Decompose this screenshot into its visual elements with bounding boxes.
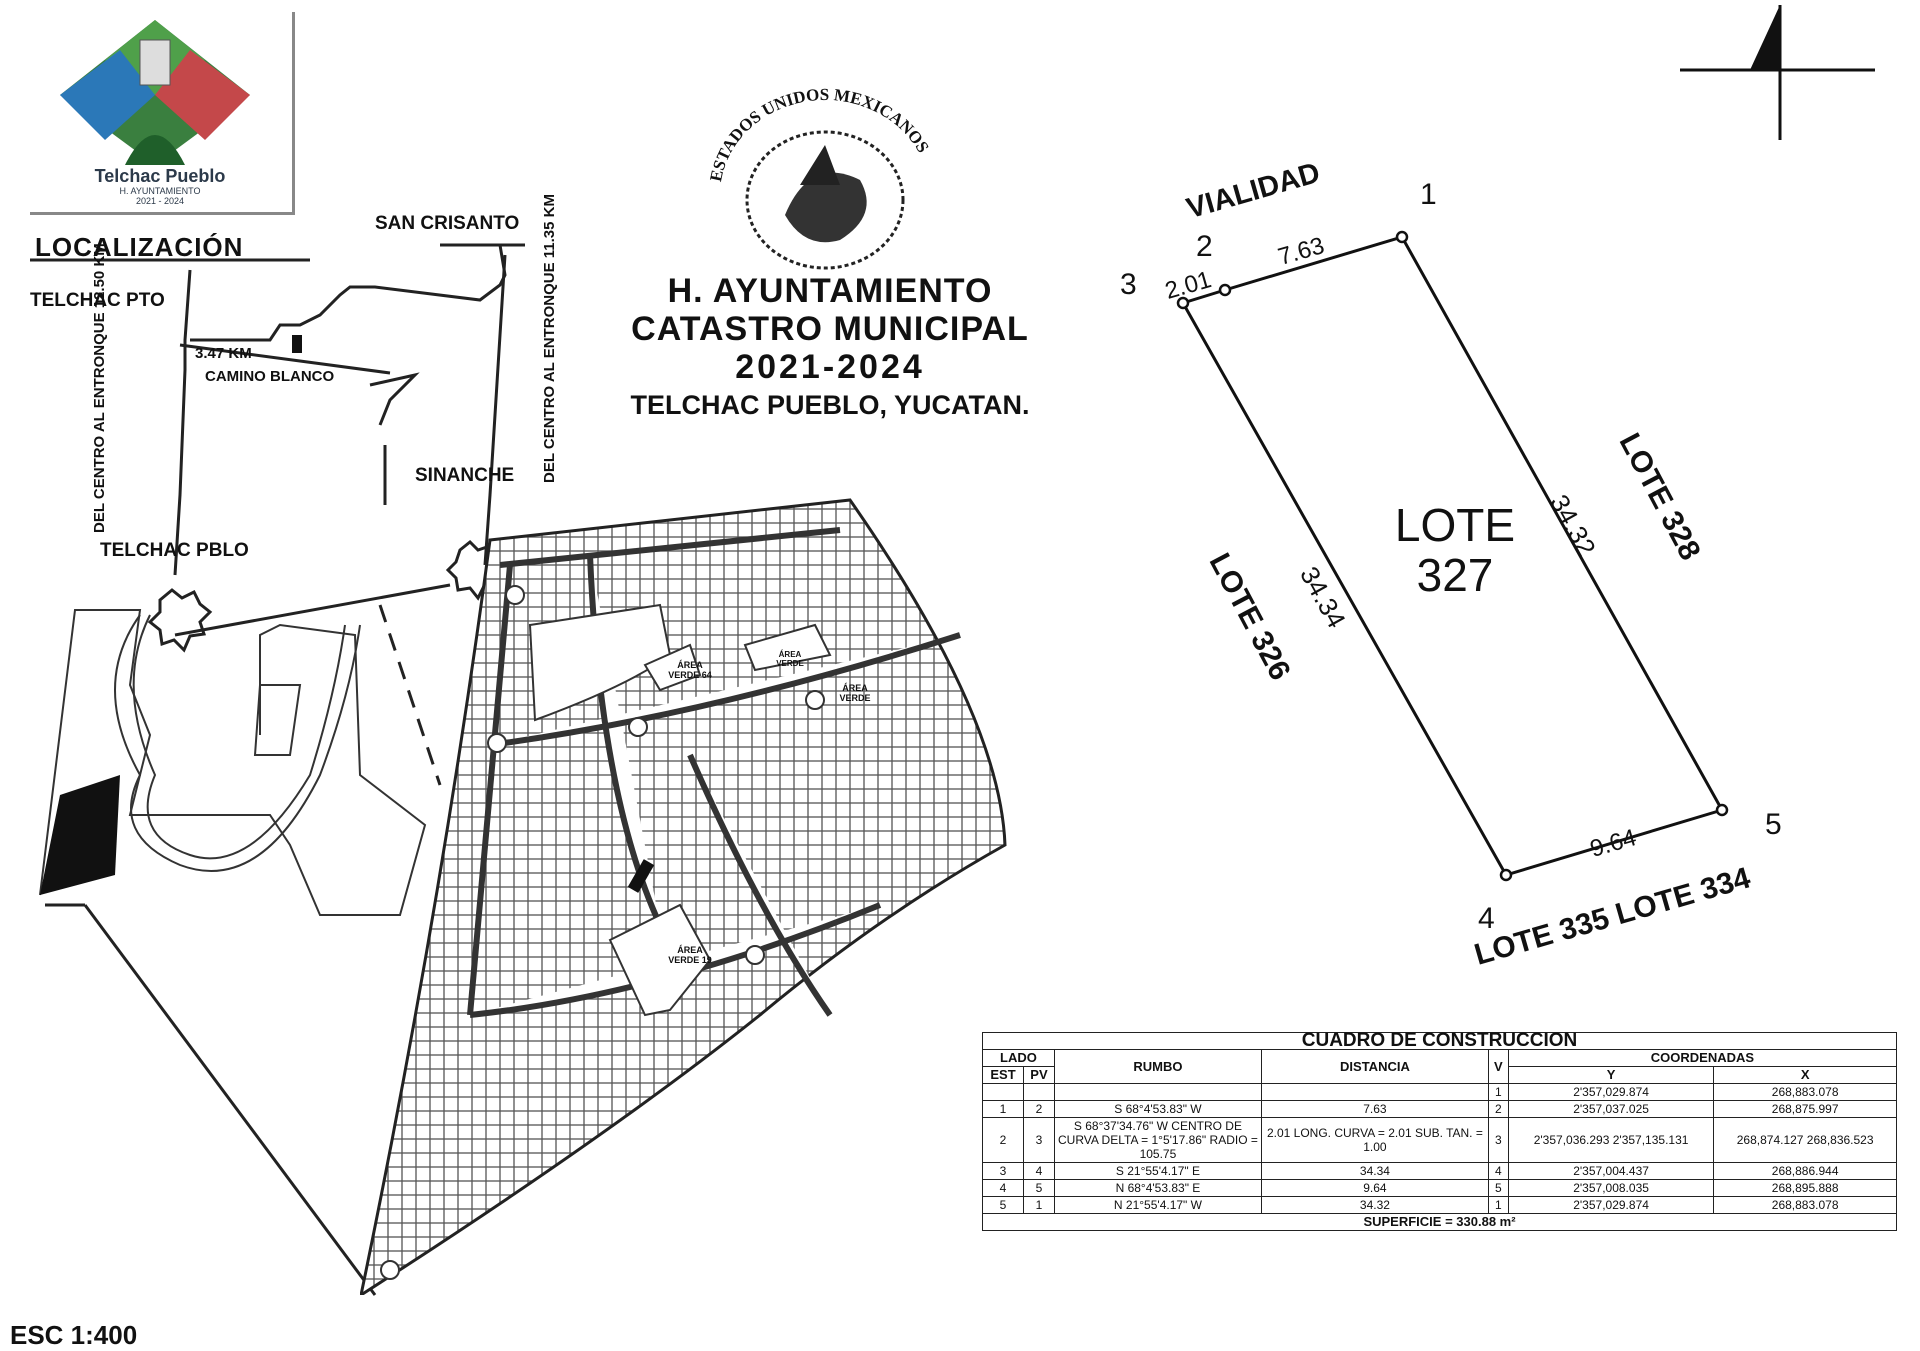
area-verde-1: ÁREA VERDE 64 bbox=[668, 660, 712, 680]
col-lado: LADO bbox=[982, 1049, 1055, 1067]
right-road-label: DEL CENTRO AL ENTRONQUE 11.35 KM bbox=[541, 194, 558, 483]
area-verde-3: ÁREA VERDE bbox=[839, 683, 871, 703]
area-verde-2: ÁREA VERDE bbox=[776, 650, 804, 668]
col-pv: PV bbox=[1023, 1066, 1055, 1084]
vertex-2: 2 bbox=[1196, 230, 1213, 263]
construction-table: CUADRO DE CONSTRUCCION LADO RUMBO DISTAN… bbox=[981, 1031, 1898, 1231]
col-coordenadas: COORDENADAS bbox=[1507, 1049, 1898, 1067]
logo-frame bbox=[30, 12, 295, 215]
localizacion-title: LOCALIZACIÓN bbox=[35, 232, 244, 262]
header-line1: H. AYUNTAMIENTO bbox=[667, 272, 993, 310]
place-sinanche: SINANCHE bbox=[415, 465, 515, 486]
header-line4: TELCHAC PUEBLO, YUCATAN. bbox=[630, 390, 1030, 420]
table-title: CUADRO DE CONSTRUCCION bbox=[982, 1031, 1897, 1050]
place-san-crisanto: SAN CRISANTO bbox=[375, 213, 520, 234]
vialidad-label: VIALIDAD bbox=[1183, 156, 1324, 226]
distance-label: 3.47 KM bbox=[195, 345, 252, 362]
left-road-label: DEL CENTRO AL ENTRONQUE 12.50 KM bbox=[91, 243, 108, 533]
location-map bbox=[30, 243, 525, 1296]
mexico-seal-icon: ESTADOS UNIDOS MEXICANOS bbox=[706, 85, 933, 270]
logo-name: Telchac Pueblo bbox=[94, 166, 226, 186]
col-est: EST bbox=[981, 1066, 1025, 1084]
lot-polygon bbox=[1176, 230, 1729, 882]
col-y: Y bbox=[1507, 1066, 1715, 1084]
col-distancia: DISTANCIA bbox=[1260, 1049, 1489, 1084]
header-line2: CATASTRO MUNICIPAL bbox=[631, 310, 1029, 348]
place-camino-blanco: CAMINO BLANCO bbox=[205, 368, 335, 385]
place-telchac-pto: TELCHAC PTO bbox=[30, 290, 165, 311]
place-telchac-pblo: TELCHAC PBLO bbox=[100, 540, 249, 561]
scale-label: ESC 1:400 bbox=[10, 1320, 138, 1350]
col-x: X bbox=[1713, 1066, 1897, 1084]
subdivision-plan bbox=[360, 498, 1007, 1295]
area-verde-4: ÁREA VERDE 19 bbox=[668, 945, 712, 965]
header: H. AYUNTAMIENTO CATASTRO MUNICIPAL 2021-… bbox=[590, 272, 1070, 424]
vertex-3: 3 bbox=[1120, 268, 1137, 301]
superficie: SUPERFICIE = 330.88 m² bbox=[982, 1213, 1897, 1231]
vertex-4: 4 bbox=[1478, 902, 1495, 935]
col-v: V bbox=[1487, 1049, 1509, 1084]
north-arrow-icon bbox=[1680, 5, 1875, 140]
col-rumbo: RUMBO bbox=[1053, 1049, 1262, 1084]
header-line3: 2021-2024 bbox=[735, 348, 925, 386]
telchac-logo-icon bbox=[60, 20, 250, 165]
vertex-5: 5 bbox=[1765, 808, 1782, 841]
vertex-1: 1 bbox=[1420, 178, 1437, 211]
